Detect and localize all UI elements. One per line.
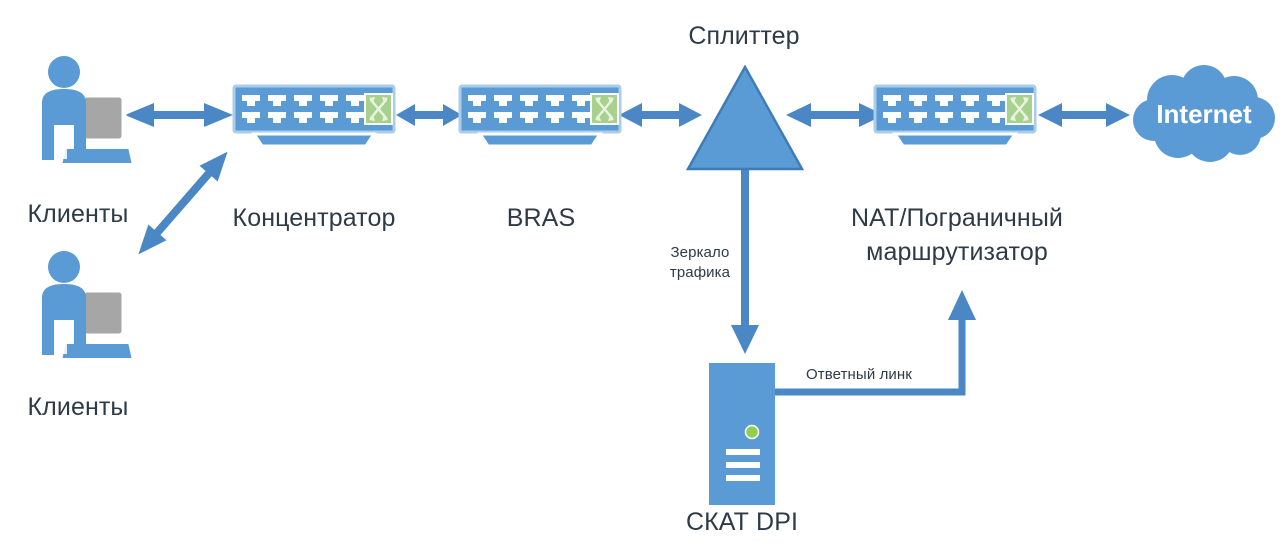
connector-splitter-to-skat bbox=[731, 165, 759, 354]
label-bras: BRAS bbox=[506, 204, 576, 232]
connector-concentrator-to-bras bbox=[396, 104, 462, 126]
connector-clients-bottom-to-concentrator bbox=[138, 151, 228, 255]
node-skat-dpi[interactable] bbox=[709, 363, 775, 510]
server-icon bbox=[709, 363, 775, 505]
node-splitter[interactable] bbox=[685, 63, 805, 178]
splitter-triangle-icon bbox=[685, 64, 805, 171]
user-computer-icon bbox=[42, 56, 137, 167]
label-splitter: Сплиттер bbox=[688, 22, 800, 50]
network-switch-icon bbox=[458, 84, 622, 148]
label-concentrator: Концентратор bbox=[232, 204, 396, 232]
label-nat-router-line2: маршрутизатор bbox=[866, 238, 1048, 266]
label-response-link: Ответный линк bbox=[806, 366, 912, 383]
label-nat-router-line1: NAT/Пограничный bbox=[851, 204, 1063, 232]
label-mirror-traffic-line1: Зеркало bbox=[670, 244, 730, 261]
cloud-icon bbox=[1133, 65, 1275, 162]
node-clients-bottom[interactable] bbox=[22, 250, 137, 375]
node-internet[interactable]: Internet bbox=[1130, 64, 1278, 169]
network-switch-icon bbox=[232, 84, 396, 148]
node-clients-top[interactable] bbox=[22, 55, 137, 180]
node-nat-router[interactable] bbox=[873, 84, 1037, 157]
label-clients-top: Клиенты bbox=[27, 200, 129, 228]
label-skat-dpi: СКАТ DPI bbox=[685, 508, 799, 536]
label-mirror-traffic-line2: трафика bbox=[669, 264, 731, 281]
node-bras[interactable] bbox=[458, 84, 622, 157]
network-switch-icon bbox=[873, 84, 1037, 148]
label-clients-bottom: Клиенты bbox=[27, 393, 129, 421]
user-computer-icon bbox=[42, 251, 137, 362]
node-concentrator[interactable] bbox=[232, 84, 396, 157]
connector-clients-top-to-concentrator bbox=[125, 103, 233, 127]
connector-nat-to-internet bbox=[1038, 103, 1130, 127]
